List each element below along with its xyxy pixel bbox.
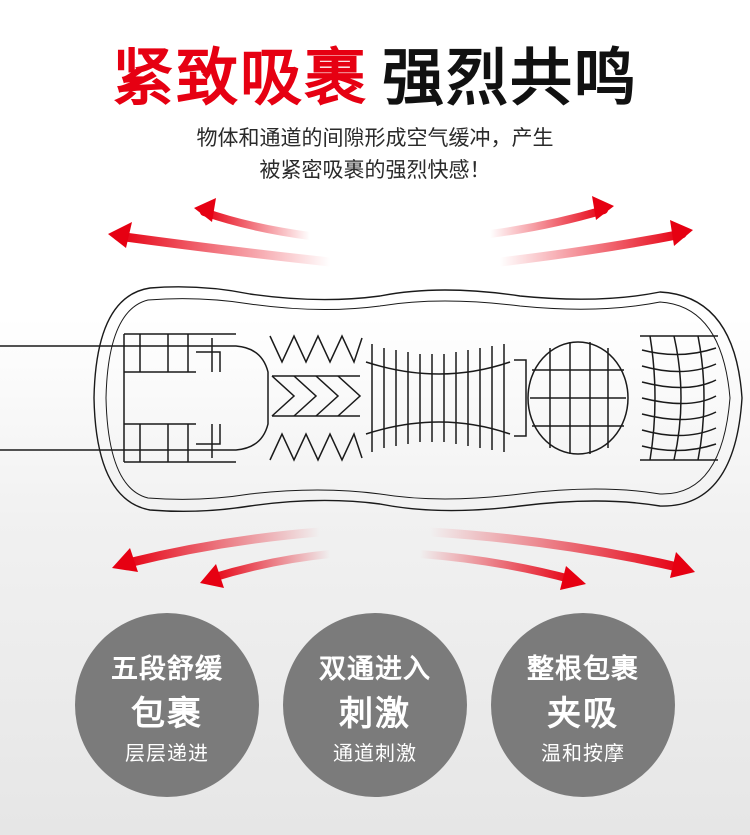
arrow-top-left-outer bbox=[113, 231, 335, 267]
feature-circle-3: 整根包裹 夹吸 温和按摩 bbox=[491, 613, 675, 797]
arrow-bottom-left-outer bbox=[119, 527, 325, 569]
arrow-bottom-right-outer bbox=[425, 527, 687, 573]
feature-circle-2: 双通进入 刺激 通道刺激 bbox=[283, 613, 467, 797]
feature-2-line-2: 刺激 bbox=[339, 694, 411, 734]
headline-red: 紧致吸裹 bbox=[111, 41, 368, 114]
inner-canal bbox=[0, 333, 718, 463]
insert-rod bbox=[0, 345, 269, 451]
feature-1-line-1: 五段舒缓 bbox=[111, 654, 223, 685]
headline: 紧致吸裹强烈共鸣 bbox=[0, 40, 750, 116]
feature-2-line-1: 双通进入 bbox=[319, 654, 431, 685]
subtitle-line-1: 物体和通道的间隙形成空气缓冲，产生 bbox=[196, 126, 554, 150]
feature-1-line-2: 包裹 bbox=[131, 694, 203, 734]
arrow-top-right-outer bbox=[495, 229, 687, 267]
arrows-top bbox=[108, 196, 693, 267]
arrow-bottom-left-inner bbox=[208, 550, 334, 582]
headline-black: 强烈共鸣 bbox=[382, 41, 639, 114]
subtitle: 物体和通道的间隙形成空气缓冲，产生 被紧密吸裹的强烈快感！ bbox=[0, 122, 750, 186]
feature-3-line-3: 温和按摩 bbox=[541, 741, 625, 765]
arrow-top-left-inner bbox=[200, 208, 314, 240]
feature-circle-1: 五段舒缓 包裹 层层递进 bbox=[75, 613, 259, 797]
arrows-bottom bbox=[112, 527, 695, 590]
feature-3-line-2: 夹吸 bbox=[547, 694, 619, 734]
feature-1-line-3: 层层递进 bbox=[125, 741, 209, 765]
feature-3-line-1: 整根包裹 bbox=[527, 654, 639, 685]
feature-2-line-3: 通道刺激 bbox=[333, 741, 417, 765]
arrow-bottom-right-inner bbox=[416, 550, 578, 584]
subtitle-line-2: 被紧密吸裹的强烈快感！ bbox=[259, 158, 491, 182]
arrow-top-right-inner bbox=[486, 206, 608, 238]
sleeve-outline bbox=[93, 286, 743, 513]
